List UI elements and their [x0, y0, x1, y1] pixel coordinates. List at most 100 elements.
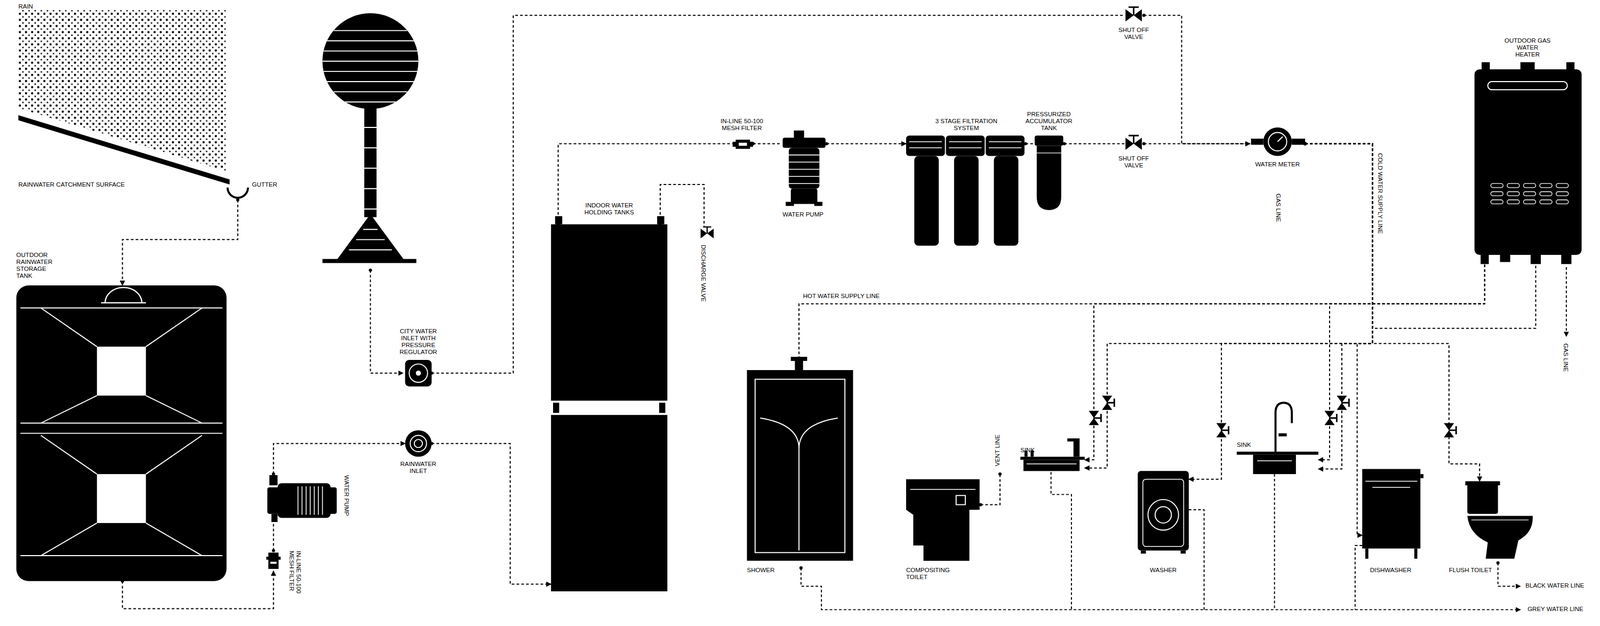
connector-group: [122, 15, 1536, 610]
pipe-dot: [998, 472, 1002, 476]
equipment-node: SHUT OFF VALVE: [1124, 131, 1144, 151]
drain-and-service-lines: [370, 267, 1567, 610]
water-meter-drawing: [1277, 136, 1283, 142]
pipe-connector: [1084, 144, 1373, 469]
equipment-label: RAINWATER INLET: [400, 460, 437, 475]
left-pump-drawing: [267, 475, 337, 523]
equipment-node: 3 STAGE FILTRATION SYSTEM: [906, 133, 1026, 247]
rainwater-inlet-drawing: [410, 435, 427, 452]
left-filter-drawing: [266, 556, 281, 560]
water-heater-drawing: [1556, 183, 1569, 188]
line-label: VENT LINE: [994, 434, 1002, 467]
equipment-node: RAINWATER INLET: [405, 430, 432, 458]
pipe-connector: [1064, 143, 1125, 145]
sink-drawing: [1252, 454, 1296, 475]
top-filter-drawing: [732, 139, 754, 149]
pipe-joint: [272, 472, 276, 476]
pipe-connector: [273, 443, 406, 475]
label-slot: CITY WATER INLET WITH PRESSURE REGULATOR: [398, 328, 438, 356]
label-slot: 3 STAGE FILTRATION SYSTEM: [931, 117, 1002, 132]
label-slot: IN-LINE 50-100 MESH FILTER: [288, 550, 302, 596]
equipment-node: PRESSURIZED ACCUMULATOR TANK: [1033, 133, 1064, 210]
pipe-connector: [1084, 254, 1485, 460]
equipment-node: WATER PUMP: [263, 474, 338, 523]
left-pump-drawing: [269, 475, 278, 486]
filtration-drawing: [985, 135, 1025, 156]
drain-and-service-lines: [1188, 509, 1205, 610]
dishwasher-drawing: [1362, 469, 1421, 549]
dishwasher-drawing: [1365, 481, 1418, 487]
left-filter-drawing: [270, 562, 277, 565]
line-label: BLACK WATER LINE: [1525, 582, 1584, 590]
top-pump-drawing: [782, 130, 826, 206]
equipment-label: SHUT OFF VALVE: [1117, 26, 1151, 41]
pipe-joint: [236, 198, 240, 202]
water-meter-drawing: [1291, 138, 1306, 145]
flush-toilet-drawing: [1465, 481, 1533, 559]
pipe-joint: [1303, 142, 1307, 146]
pipe-connector: [660, 184, 704, 227]
flush-toilet-drawing: [1467, 515, 1533, 559]
sink-drawing: [1275, 402, 1293, 452]
water-tower: [322, 30, 419, 102]
pipe-joint: [1483, 253, 1487, 257]
equipment-label: OUTDOOR RAINWATER STORAGE TANK: [16, 251, 53, 280]
label-slot: DISCHARGE VALVE: [699, 244, 707, 302]
drain-and-service-lines: [1274, 474, 1276, 610]
flush-toilet-drawing: [1467, 483, 1498, 514]
equipment-label: GUTTER: [252, 181, 278, 189]
equipment-node: COMPOSITING TOILET: [906, 477, 980, 562]
equipment-label: INDOOR WATER HOLDING TANKS: [582, 202, 636, 216]
pipe-connector: [273, 522, 275, 551]
label-slot: HOT WATER SUPPLY LINE: [803, 292, 880, 300]
accumulator-drawing: [1034, 135, 1064, 211]
supply-valve-symbol: [1443, 423, 1456, 438]
city-inlet-drawing: [409, 364, 428, 383]
pipe-connector: [1305, 144, 1373, 536]
left-pump-drawing: [298, 486, 323, 516]
line-label: COLD WATER SUPPLY LINE: [1376, 153, 1384, 235]
label-slot: IN-LINE 50-100 MESH FILTER: [719, 117, 765, 132]
water-heater-drawing: [1481, 62, 1490, 71]
indoor-tanks-drawing: [550, 224, 668, 402]
rainwater-inlet-drawing: [405, 430, 432, 458]
water-heater-drawing: [1474, 69, 1582, 255]
indoor-tanks-drawing: [553, 402, 559, 413]
water-meter-drawing: [1251, 138, 1264, 145]
label-slot: GUTTER: [252, 181, 278, 189]
city-inlet-drawing: [405, 360, 432, 387]
water-heater-drawing: [1556, 200, 1569, 205]
equipment-node: WASHER: [1137, 470, 1189, 553]
rainwater-inlet-drawing: [414, 439, 423, 448]
pipe-connector: [1188, 144, 1373, 480]
washer-drawing: [1147, 499, 1179, 531]
pipe-joint: [1024, 142, 1028, 146]
sink-drawing: [1020, 438, 1085, 471]
label-slot: DISHWASHER: [1370, 566, 1412, 574]
indoor-tanks-drawing: [659, 402, 666, 413]
label-slot: BLACK WATER LINE: [1525, 582, 1584, 590]
washer-drawing: [1140, 550, 1147, 555]
drain-and-service-lines: [1051, 472, 1072, 610]
drain-and-service-lines: [1355, 545, 1363, 610]
top-pump-drawing: [794, 130, 805, 139]
pipe-joint: [1303, 142, 1307, 146]
gutter-symbol: [227, 187, 248, 198]
equipment-node: CITY WATER INLET WITH PRESSURE REGULATOR: [405, 360, 432, 387]
equipment-node: WATER METER: [1250, 126, 1306, 157]
storage-tank-drawing: [97, 346, 147, 396]
drain-and-service-lines: [1498, 562, 1521, 587]
label-slot: OUTDOOR RAINWATER STORAGE TANK: [16, 251, 53, 280]
equipment-node: OUTDOOR RAINWATER STORAGE TANK: [16, 285, 227, 581]
drain-and-service-lines: [1565, 267, 1567, 337]
equipment-label: SHUT OFF VALVE: [1117, 155, 1151, 170]
top-filter-drawing: [732, 141, 754, 148]
water-heater-drawing: [1523, 183, 1536, 188]
drain-and-service-lines: [370, 270, 404, 374]
top-pump-drawing: [790, 188, 818, 205]
pipe-joint: [1303, 142, 1307, 146]
equipment-node: SINK: [1236, 451, 1319, 475]
